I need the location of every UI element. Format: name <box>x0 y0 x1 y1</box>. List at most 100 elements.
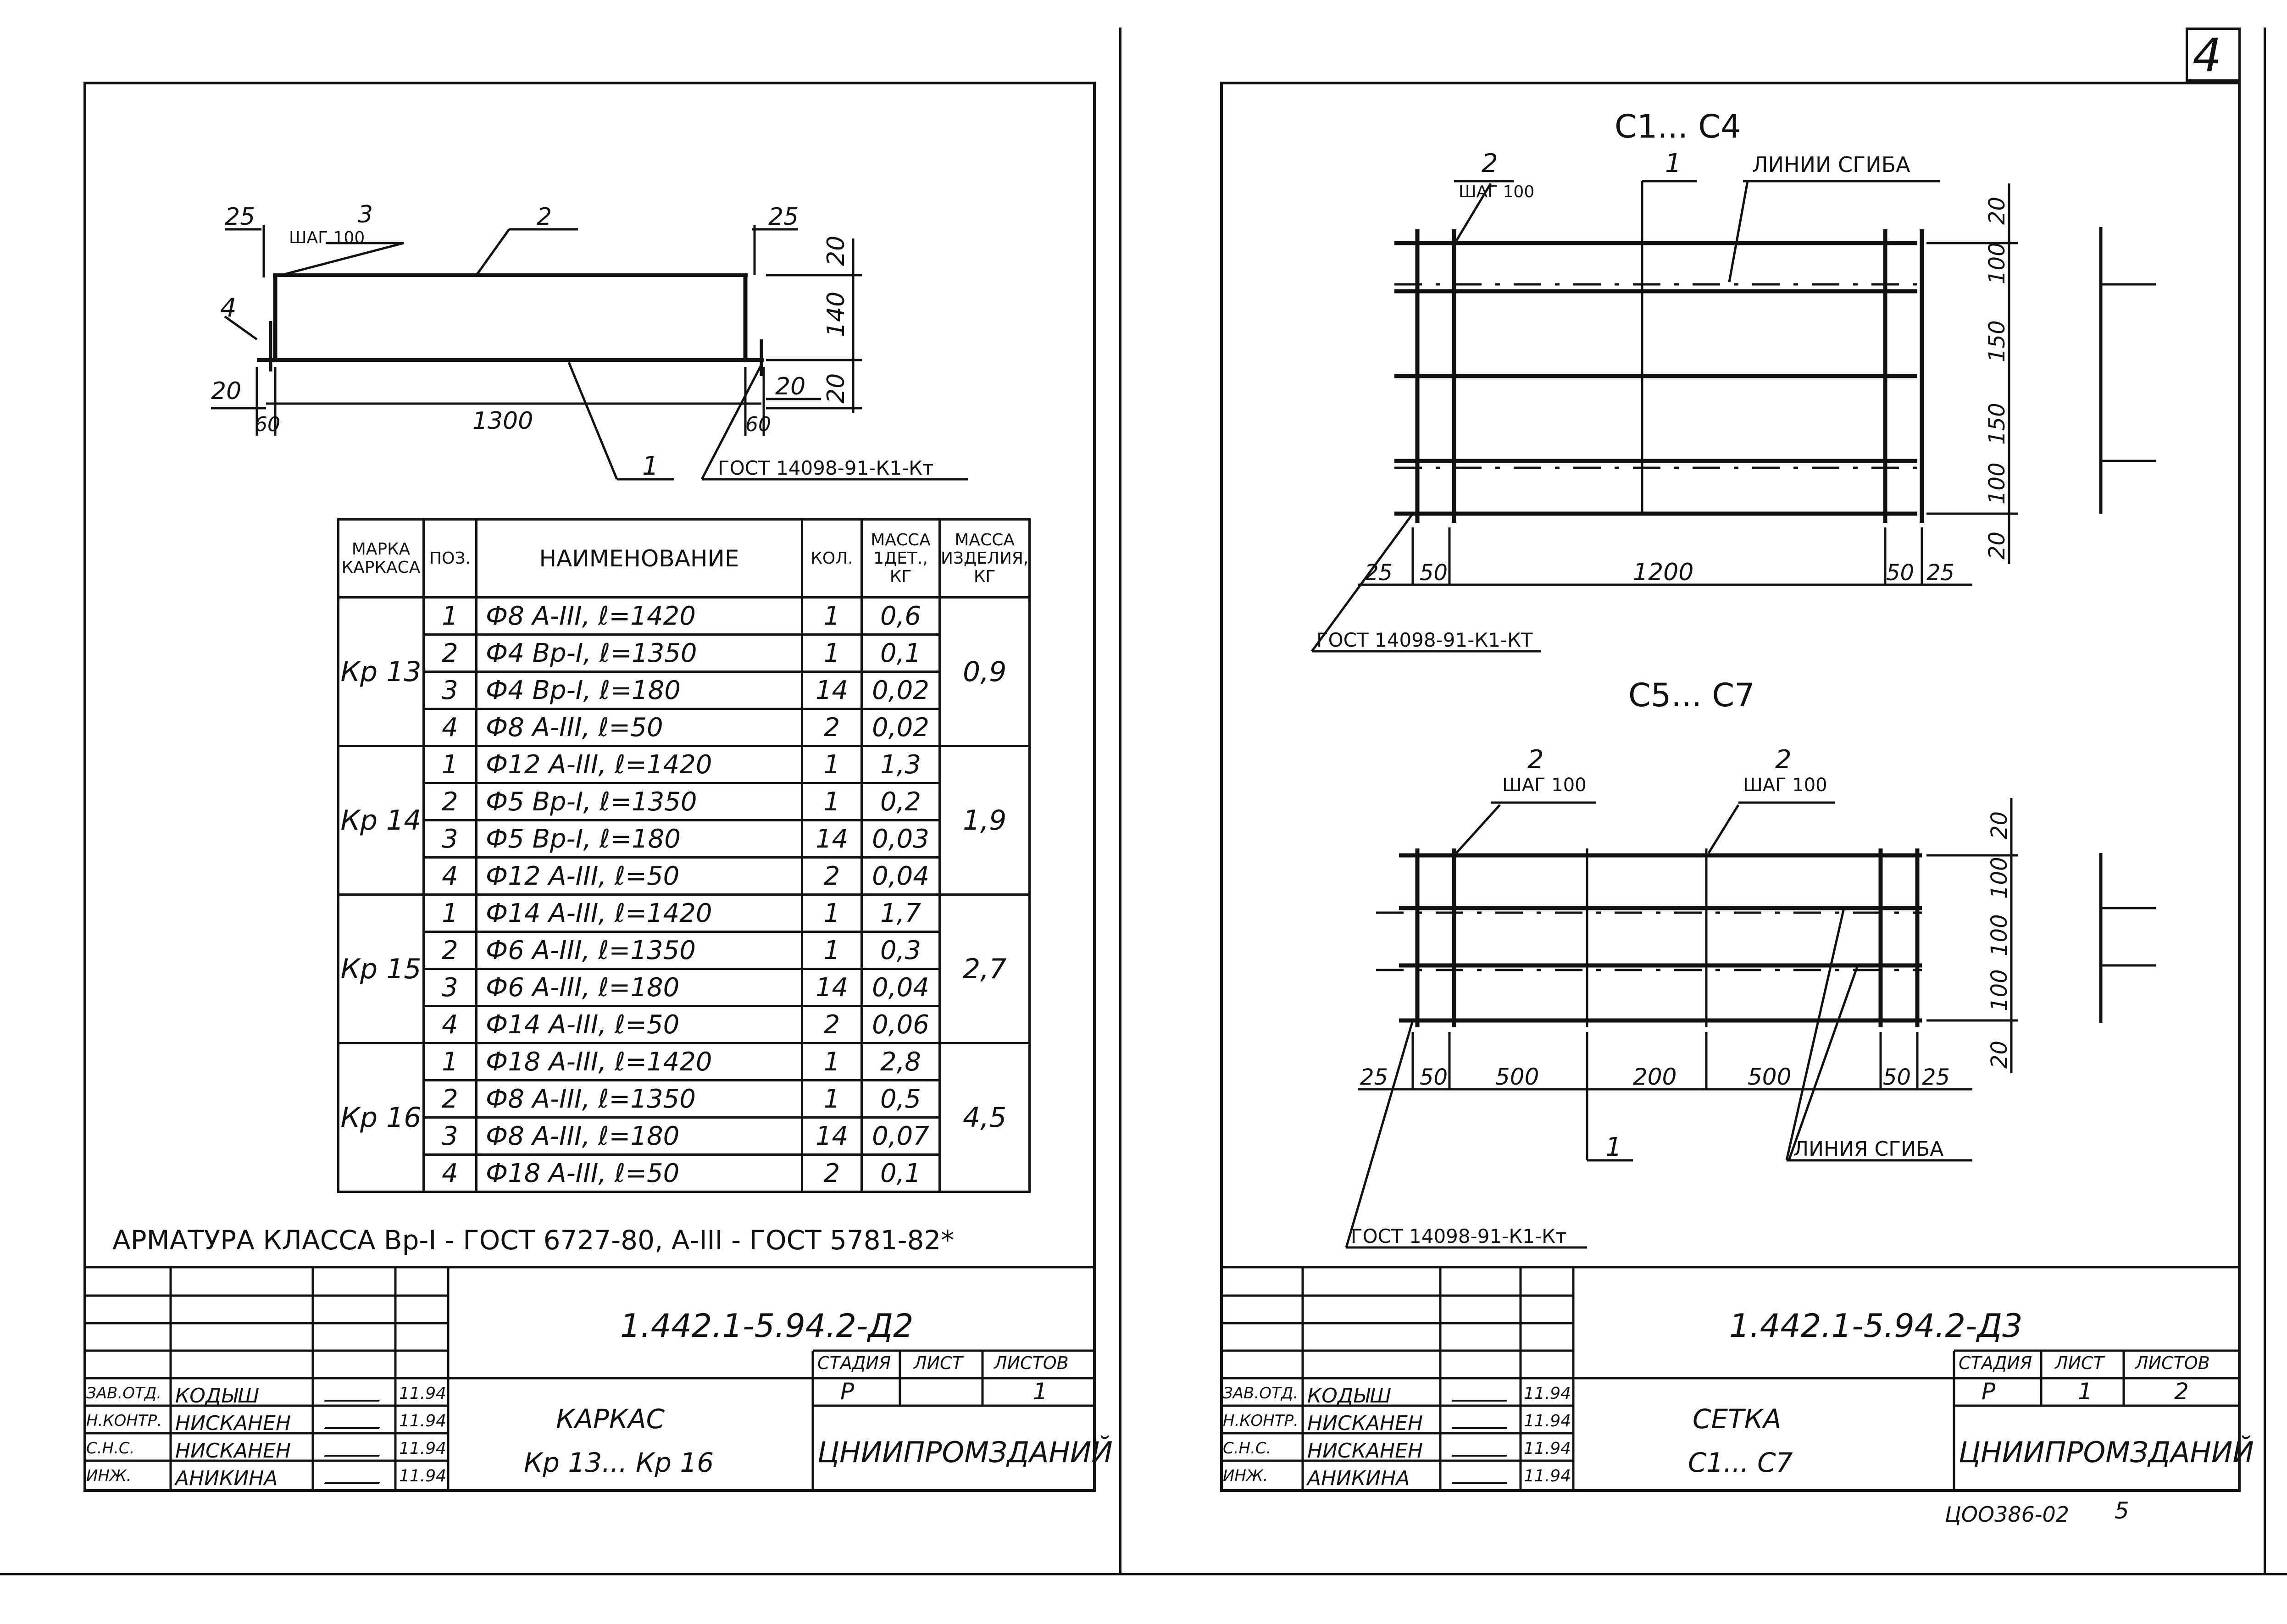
qty-cell: 1 <box>801 782 863 821</box>
unit-mass-cell: 0,07 <box>860 1116 941 1156</box>
position-cell: 2 <box>422 931 477 970</box>
name-cell: Ф8 А-III, ℓ=180 <box>475 1116 803 1156</box>
c5-c7-pos2-a: 2 <box>1527 745 1544 775</box>
signature-mark <box>1451 1418 1512 1429</box>
reinforcement-note: АРМАТУРА КЛАССА Вр-I - ГОСТ 6727-80, А-I… <box>112 1225 955 1256</box>
dim-60-left: 60 <box>255 413 280 436</box>
name-cell: Ф8 А-III, ℓ=1420 <box>475 596 803 636</box>
signer-date: 11.94 <box>399 1412 447 1430</box>
mesh-drawing-c1-c4: С1... С4 2 ШАГ 100 1 ЛИНИИ СГИБА 20 100 … <box>1310 108 2156 653</box>
qty-cell: 1 <box>801 931 863 970</box>
unit-mass-cell: 0,02 <box>860 708 941 747</box>
signer-role: Н.КОНТР. <box>86 1412 162 1430</box>
c1-c4-dim-25-left: 25 <box>1365 560 1393 586</box>
name-cell: Ф8 А-III, ℓ=1350 <box>475 1079 803 1119</box>
signer-date: 11.94 <box>399 1467 447 1485</box>
dim-25-left: 25 <box>225 203 255 231</box>
signer-name: КОДЫШ <box>175 1384 260 1408</box>
signer-role: ЗАВ.ОТД. <box>1223 1384 1299 1402</box>
qty-cell: 14 <box>801 671 863 710</box>
signature-mark <box>324 1418 384 1429</box>
c5-c7-dim-25-left: 25 <box>1360 1064 1388 1090</box>
position-cell: 4 <box>422 856 477 896</box>
signer-date: 11.94 <box>1524 1439 1571 1458</box>
name-cell: Ф14 А-III, ℓ=50 <box>475 1005 803 1044</box>
qty-cell: 2 <box>801 856 863 896</box>
c5-c7-pos1: 1 <box>1605 1132 1622 1162</box>
position-cell: 3 <box>422 968 477 1007</box>
pos-2-label: 2 <box>537 203 552 231</box>
qty-cell: 2 <box>801 708 863 747</box>
name-cell: Ф4 Вр-I, ℓ=1350 <box>475 633 803 673</box>
signer-date: 11.94 <box>399 1439 447 1458</box>
right-sheet-frame <box>1220 82 2241 1492</box>
signer-role: ИНЖ. <box>86 1467 132 1485</box>
c1-c4-dim-100-b: 100 <box>1984 462 2010 504</box>
position-cell: 1 <box>422 1042 477 1081</box>
signature-mark <box>324 1391 384 1402</box>
header-pos: ПОЗ. <box>422 518 477 599</box>
name-cell: Ф6 А-III, ℓ=1350 <box>475 931 803 970</box>
signature-mark <box>324 1446 384 1457</box>
name-cell: Ф12 А-III, ℓ=1420 <box>475 745 803 784</box>
right-title-2: С1... С7 <box>1688 1447 1793 1478</box>
unit-mass-cell: 0,1 <box>860 1153 941 1193</box>
c5-c7-dim-50-right: 50 <box>1883 1064 1911 1090</box>
c1-c4-gost: ГОСТ 14098-91-К1-КТ <box>1316 629 1533 651</box>
signer-role: Н.КОНТР. <box>1223 1412 1299 1430</box>
name-cell: Ф12 А-III, ℓ=50 <box>475 856 803 896</box>
position-cell: 4 <box>422 708 477 747</box>
spec-table: МАРКА КАРКАСА ПОЗ. НАИМЕНОВАНИЕ КОЛ. МАС… <box>337 518 1031 1193</box>
unit-mass-cell: 0,03 <box>860 819 941 859</box>
position-cell: 4 <box>422 1005 477 1044</box>
right-org: ЦНИИПРОМЗДАНИЙ <box>1959 1436 2254 1469</box>
right-title-block: 1.442.1-5.94.2-Д3 СЕТКА С1... С7 СТАДИЯ … <box>1220 1266 2254 1492</box>
c5-c7-step-b: ШАГ 100 <box>1743 775 1827 796</box>
unit-mass-cell: 1,7 <box>860 893 941 933</box>
gost-left: ГОСТ 14098-91-К1-Кт <box>718 457 933 479</box>
unit-mass-cell: 0,02 <box>860 671 941 710</box>
qty-cell: 1 <box>801 633 863 673</box>
c1-c4-step: ШАГ 100 <box>1459 183 1534 201</box>
qty-cell: 2 <box>801 1153 863 1193</box>
unit-mass-cell: 0,6 <box>860 596 941 636</box>
signer-role: С.Н.С. <box>1223 1439 1271 1458</box>
signer-name: АНИКИНА <box>175 1467 278 1490</box>
c5-c7-dim-20-top: 20 <box>1987 811 2012 839</box>
unit-mass-cell: 0,3 <box>860 931 941 970</box>
c5-c7-dim-100-c: 100 <box>1987 969 2012 1011</box>
qty-cell: 1 <box>801 745 863 784</box>
unit-mass-cell: 0,5 <box>860 1079 941 1119</box>
c5-c7-pos2-b: 2 <box>1775 745 1792 775</box>
header-mass-unit: МАССА 1ДЕТ., КГ <box>860 518 941 599</box>
position-cell: 2 <box>422 782 477 821</box>
total-mass-cell: 0,9 <box>938 596 1031 747</box>
right-title-1: СЕТКА <box>1693 1403 1782 1435</box>
left-sheet-frame <box>83 82 1096 1492</box>
signer-name: КОДЫШ <box>1307 1384 1392 1408</box>
left-sheets-value: 1 <box>1033 1378 1048 1405</box>
total-mass-cell: 1,9 <box>938 745 1031 896</box>
left-title-2: Кр 13... Кр 16 <box>524 1447 714 1478</box>
position-cell: 2 <box>422 1079 477 1119</box>
header-mass-total: МАССА ИЗДЕЛИЯ, КГ <box>938 518 1031 599</box>
position-cell: 1 <box>422 596 477 636</box>
qty-cell: 1 <box>801 1042 863 1081</box>
c1-c4-dim-25-right: 25 <box>1926 560 1954 586</box>
cage-drawing: 25 3 ШАГ 100 2 25 20 140 20 4 20 20 60 1… <box>211 201 968 481</box>
page-number: 5 <box>2115 1497 2129 1524</box>
right-sheets-value: 2 <box>2174 1378 2189 1405</box>
c1-c4-dim-20-top: 20 <box>1984 197 2010 225</box>
c1-c4-title: С1... С4 <box>1615 108 1741 145</box>
left-title-block: 1.442.1-5.94.2-Д2 КАРКАС Кр 13... Кр 16 … <box>83 1266 1113 1492</box>
right-sheet-value: 1 <box>2078 1378 2093 1405</box>
position-cell: 3 <box>422 819 477 859</box>
